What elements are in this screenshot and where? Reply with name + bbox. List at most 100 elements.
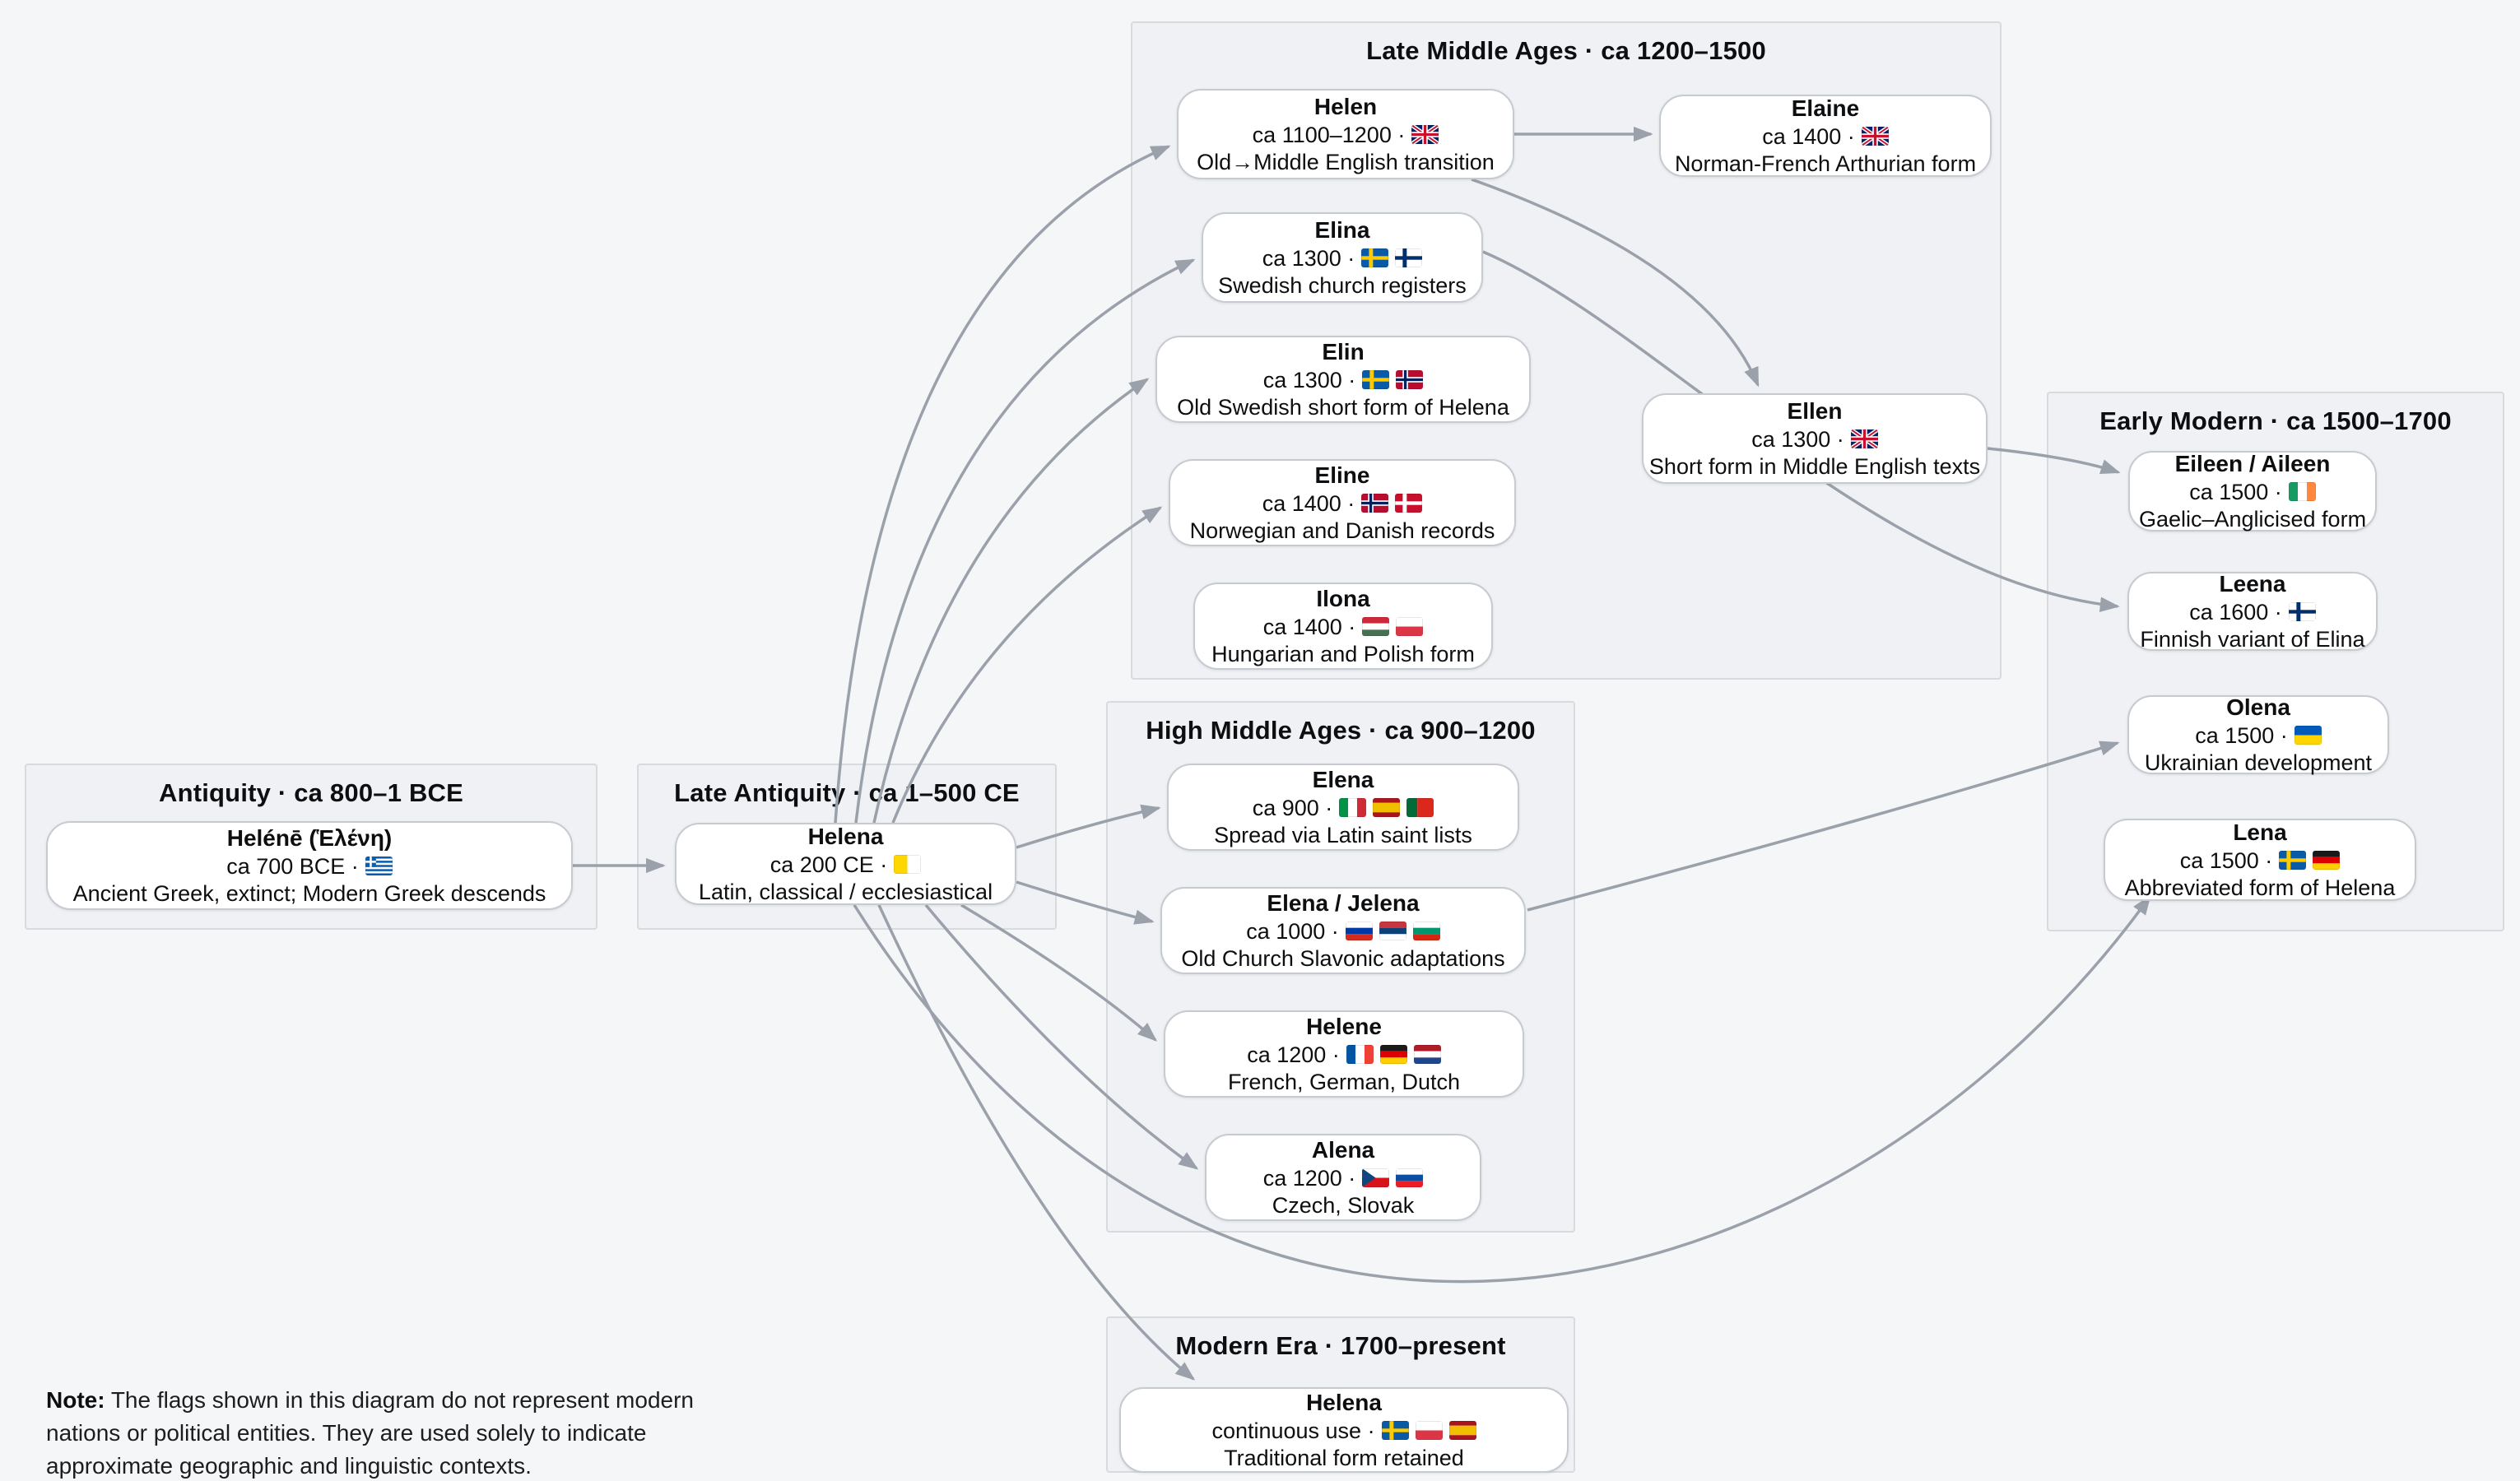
flag-hu-icon [1362, 617, 1390, 636]
node-name: Elena [1312, 766, 1374, 792]
node-meta-text: ca 1400 · [1262, 614, 1356, 639]
edge-helena_la-to-elena [1016, 804, 1161, 849]
node-meta-text: ca 1500 · [2189, 479, 2282, 504]
era-title-antiquity: Antiquity · ca 800–1 BCE [158, 778, 464, 807]
edge-helena_la-to-eline [891, 506, 1163, 824]
node-meta-text: ca 1200 · [1247, 1042, 1340, 1067]
node-desc: Old→Middle English transition [1197, 149, 1495, 174]
node-name: Ilona [1316, 585, 1370, 611]
node-desc: Finnish variant of Elina [2140, 626, 2365, 652]
flag-fr-icon [1346, 1045, 1374, 1064]
flag-rs-icon [1379, 922, 1406, 940]
era-title-late_antiquity: Late Antiquity · ca 1–500 CE [674, 778, 1020, 807]
node-meta-text: ca 1600 · [2189, 599, 2282, 624]
flag-se-icon [2279, 851, 2307, 870]
flag-gr-icon [365, 857, 393, 875]
node-meta: ca 1200 · [1263, 1164, 1424, 1192]
node-name: Eline [1314, 462, 1370, 488]
flag-no-icon [1361, 494, 1389, 513]
diagram-note: Note: The flags shown in this diagram do… [46, 1384, 696, 1481]
edge-helena_la-to-helen [834, 145, 1171, 824]
flag-pl-icon [1396, 617, 1424, 636]
node-meta-text: ca 1200 · [1262, 1165, 1356, 1191]
era-title-early_modern: Early Modern · ca 1500–1700 [2099, 406, 2452, 435]
flag-es-icon [1448, 1421, 1476, 1440]
node-meta-text: ca 1300 · [1751, 426, 1844, 452]
node-meta: ca 1200 · [1247, 1041, 1441, 1069]
node-desc: Czech, Slovak [1272, 1192, 1415, 1218]
node-meta: ca 1400 · [1762, 123, 1889, 151]
node-meta: ca 1400 · [1262, 490, 1423, 518]
flag-fi-icon [1395, 248, 1423, 267]
node-name: Helen [1313, 93, 1378, 119]
note-label: Note: [46, 1387, 105, 1413]
edge-helena_la-to-lena [853, 894, 2151, 1284]
flag-pl-icon [1415, 1421, 1443, 1440]
node-desc: Norman-French Arthurian form [1674, 151, 1977, 176]
node-meta: ca 1500 · [2189, 478, 2316, 506]
node-desc: Abbreviated form of Helena [2124, 875, 2396, 900]
edge-helen-to-ellen [1471, 178, 1760, 388]
edge-helena_la-to-jelena [1016, 880, 1155, 925]
flag-gb-icon [1411, 125, 1439, 144]
node-desc: Hungarian and Polish form [1211, 641, 1475, 666]
flag-ru-icon [1345, 922, 1373, 940]
era-title-late_middle: Late Middle Ages · ca 1200–1500 [1366, 36, 1766, 65]
era-title-modern: Modern Era · 1700–present [1175, 1331, 1506, 1360]
node-meta-text: ca 1000 · [1246, 918, 1339, 944]
node-desc: Traditional form retained [1224, 1445, 1464, 1470]
edge-helena_la-to-elin [872, 378, 1150, 824]
node-meta: ca 1300 · [1262, 244, 1423, 272]
node-desc: Ancient Greek, extinct; Modern Greek des… [72, 880, 546, 906]
flag-gb-icon [1861, 127, 1889, 146]
node-meta-text: ca 200 CE · [769, 852, 888, 877]
node-name: Ellen [1787, 397, 1843, 424]
node-meta: ca 1400 · [1263, 613, 1424, 641]
era-title-high_middle: High Middle Ages · ca 900–1200 [1146, 716, 1536, 745]
node-meta: ca 1300 · [1263, 366, 1424, 394]
flag-ua-icon [2294, 726, 2322, 745]
node-meta: ca 1300 · [1751, 425, 1878, 453]
edge-helena_la-to-helene_fr [960, 903, 1158, 1042]
node-name: Elin [1322, 338, 1365, 364]
node-meta: ca 1600 · [2189, 598, 2316, 626]
node-meta-text: ca 1100–1200 · [1252, 122, 1406, 147]
node-meta-text: ca 1500 · [2195, 722, 2288, 748]
flag-es-icon [1373, 798, 1401, 817]
node-name: Helena [1306, 1389, 1382, 1415]
flag-bg-icon [1412, 922, 1440, 940]
flag-it-icon [1339, 798, 1367, 817]
edge-helena_la-to-alena [924, 903, 1199, 1170]
edge-ellen-to-eileen [1987, 447, 2121, 475]
node-name: Elaine [1791, 95, 1860, 121]
node-meta-text: ca 1300 · [1262, 245, 1355, 271]
flag-de-icon [2313, 851, 2341, 870]
flag-sk-icon [1396, 1168, 1424, 1187]
edge-helena_la-to-helena_mod [877, 904, 1196, 1381]
node-desc: Old Swedish short form of Helena [1177, 394, 1509, 420]
node-meta-text: ca 900 · [1252, 795, 1333, 820]
flag-se-icon [1362, 370, 1390, 389]
edge-helena_la-to-elina [854, 258, 1196, 824]
node-meta: continuous use · [1211, 1417, 1476, 1445]
node-meta-text: ca 1400 · [1762, 123, 1855, 149]
node-desc: Old Church Slavonic adaptations [1181, 945, 1505, 971]
node-meta: ca 1100–1200 · [1253, 121, 1439, 149]
node-desc: Gaelic–Anglicised form [2138, 506, 2367, 532]
node-meta-text: ca 1400 · [1262, 490, 1355, 516]
flag-se-icon [1381, 1421, 1409, 1440]
flag-cz-icon [1362, 1168, 1390, 1187]
node-desc: Latin, classical / ecclesiastical [698, 879, 993, 904]
